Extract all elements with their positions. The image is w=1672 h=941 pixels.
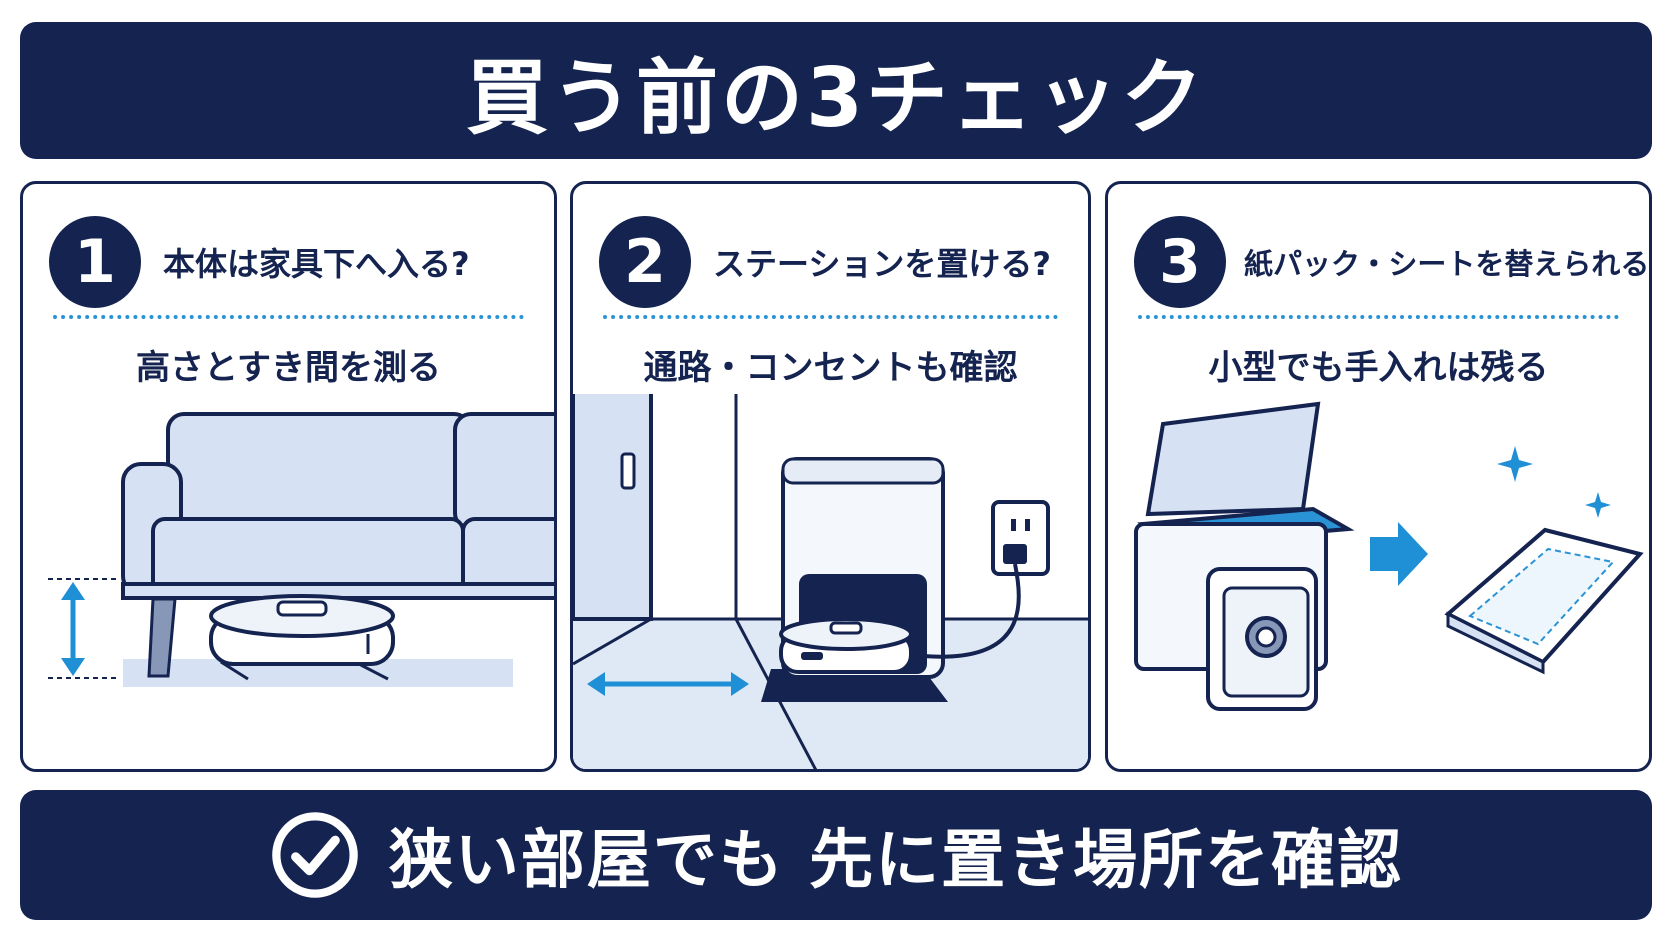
step-number: 2 bbox=[599, 216, 691, 308]
sofa-icon bbox=[121, 412, 554, 678]
robot-vacuum-icon bbox=[209, 594, 395, 681]
footer-banner: 狭い部屋でも 先に置き場所を確認 bbox=[20, 790, 1652, 920]
dustbag-sheet-illustration bbox=[1134, 401, 1644, 711]
right-arrow-icon bbox=[1370, 522, 1428, 586]
dotted-divider bbox=[1138, 315, 1619, 319]
card-header: 1 本体は家具下へ入る? bbox=[49, 214, 544, 310]
dotted-divider bbox=[53, 315, 524, 319]
sofa-robot-illustration bbox=[48, 412, 554, 687]
sparkle-icon bbox=[1497, 446, 1611, 518]
check-card-2: 2 ステーションを置ける? 通路・コンセントも確認 bbox=[570, 181, 1091, 772]
check-card-3: 3 紙パック・シートを替えられる? 小型でも手入れは残る bbox=[1105, 181, 1652, 772]
step-number: 1 bbox=[49, 216, 141, 308]
card-header: 2 ステーションを置ける? bbox=[599, 214, 1078, 310]
card-question: 本体は家具下へ入る? bbox=[163, 245, 470, 283]
card-subtitle: 通路・コンセントも確認 bbox=[643, 348, 1018, 388]
check-circle-icon bbox=[272, 812, 358, 898]
check-card-1: 1 本体は家具下へ入る? 高さとすき間を測る bbox=[20, 181, 557, 772]
page-title: 買う前の3チェック bbox=[465, 51, 1207, 146]
card-subtitle: 小型でも手入れは残る bbox=[1208, 348, 1549, 388]
station-outlet-illustration bbox=[573, 394, 1088, 769]
step-number: 3 bbox=[1134, 216, 1226, 308]
title-banner: 買う前の3チェック bbox=[20, 22, 1652, 159]
card-header: 3 紙パック・シートを替えられる? bbox=[1134, 214, 1649, 310]
card-question: ステーションを置ける? bbox=[713, 245, 1051, 283]
height-arrow-icon bbox=[61, 582, 85, 676]
dotted-divider bbox=[603, 315, 1058, 319]
door-icon bbox=[573, 394, 653, 621]
power-outlet-icon bbox=[922, 500, 1050, 659]
robot-vacuum-icon bbox=[779, 617, 913, 674]
card-question: 紙パック・シートを替えられる? bbox=[1244, 247, 1652, 281]
dust-bag-icon bbox=[1206, 567, 1318, 711]
card-subtitle: 高さとすき間を測る bbox=[136, 348, 441, 388]
footer-text: 狭い部屋でも 先に置き場所を確認 bbox=[388, 824, 1404, 898]
cleaning-sheet-icon bbox=[1444, 527, 1644, 675]
passage-arrow-icon bbox=[587, 672, 749, 696]
